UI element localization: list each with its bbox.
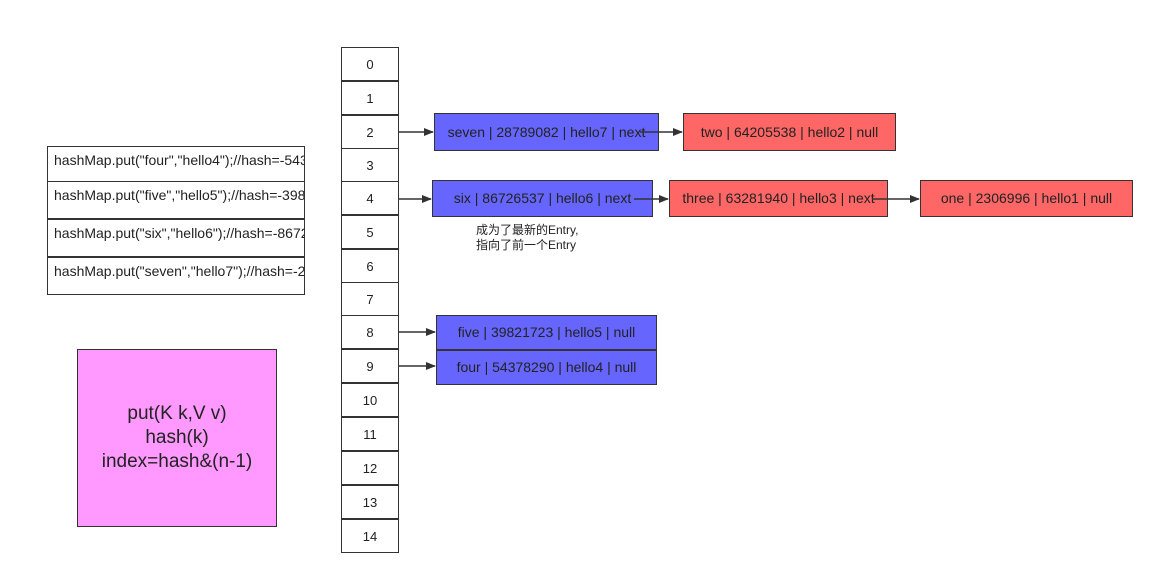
bucket-0: 0 — [341, 47, 399, 81]
bucket-11: 11 — [341, 417, 399, 451]
formula-line-index: index=hash&(n-1) — [101, 451, 253, 472]
bucket-14: 14 — [341, 519, 399, 553]
bucket-2: 2 — [341, 115, 399, 149]
entry-three: three | 63281940 | hello3 | next — [669, 180, 888, 217]
entry-six: six | 86726537 | hello6 | next — [432, 180, 653, 217]
entry-five: five | 39821723 | hello5 | null — [436, 315, 657, 350]
bucket-9: 9 — [341, 349, 399, 383]
bucket-1: 1 — [341, 81, 399, 115]
entry-seven: seven | 28789082 | hello7 | next — [434, 113, 659, 151]
formula-line-put: put(K k,V v) — [127, 403, 227, 424]
entry-four: four | 54378290 | hello4 | null — [436, 350, 657, 385]
code-line-six: hashMap.put("six","hello6");//hash=-8672… — [47, 219, 305, 257]
bucket-5: 5 — [341, 215, 399, 249]
bucket-6: 6 — [341, 249, 399, 283]
entry-two: two | 64205538 | hello2 | null — [683, 113, 896, 151]
bucket-7: 7 — [341, 282, 399, 316]
code-line-seven: hashMap.put("seven","hello7");//hash=-28… — [47, 257, 305, 295]
code-line-five: hashMap.put("five","hello5");//hash=-398… — [47, 181, 305, 219]
bucket-8: 8 — [341, 315, 399, 349]
bucket-3: 3 — [341, 148, 399, 182]
note-line-2: 指向了前一个Entry — [476, 238, 577, 252]
bucket-13: 13 — [341, 485, 399, 519]
bucket-10: 10 — [341, 383, 399, 417]
bucket-12: 12 — [341, 451, 399, 485]
newest-entry-note: 成为了最新的Entry, 指向了前一个Entry — [476, 223, 616, 253]
entry-one: one | 2306996 | hello1 | null — [920, 180, 1133, 217]
code-line-four: hashMap.put("four","hello4");//hash=-543… — [47, 146, 305, 184]
put-formula-box: put(K k,V v) hash(k) index=hash&(n-1) — [77, 349, 277, 527]
note-line-1: 成为了最新的Entry, — [476, 223, 579, 237]
formula-line-hash: hash(k) — [145, 427, 209, 448]
bucket-4: 4 — [341, 181, 399, 215]
